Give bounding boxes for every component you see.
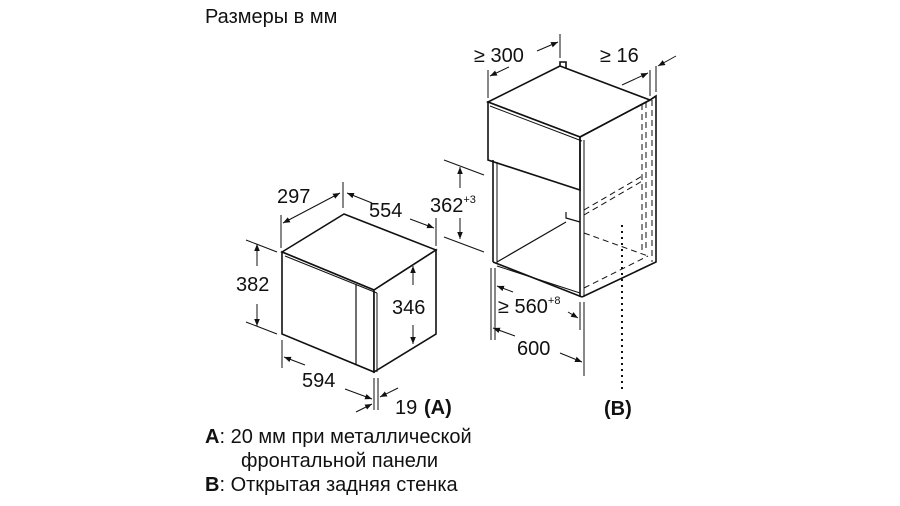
dim-346: 346 xyxy=(392,297,425,319)
dim-16: ≥ 16 xyxy=(600,45,639,67)
cabinet-hidden-lines xyxy=(583,100,653,289)
cabinet-drawing xyxy=(486,61,657,298)
cabinet-dimensions xyxy=(443,34,677,376)
page-title: Размеры в мм xyxy=(205,6,338,28)
dim-382: 382 xyxy=(236,274,269,296)
note-a-ref: (A) xyxy=(424,397,452,419)
dim-300: ≥ 300 xyxy=(474,45,524,67)
dim-362: 362+3 xyxy=(430,194,476,217)
dim-554: 554 xyxy=(369,200,402,222)
dim-19: 19 xyxy=(395,397,417,419)
note-b-ref: (B) xyxy=(604,398,632,420)
legend-item-b: B: Открытая задняя стенка xyxy=(205,474,458,496)
microwave-dimensions xyxy=(245,182,437,413)
legend: A: 20 мм при металлической фронтальной п… xyxy=(205,425,472,497)
legend-item-a-continued: фронтальной панели xyxy=(241,450,439,472)
dim-600: 600 xyxy=(517,338,550,360)
dim-594: 594 xyxy=(302,370,335,392)
legend-item-a: A: 20 мм при металлической xyxy=(205,426,472,448)
dim-560: ≥ 560+8 xyxy=(498,295,560,318)
microwave-drawing xyxy=(280,213,438,374)
dim-297: 297 xyxy=(277,186,310,208)
